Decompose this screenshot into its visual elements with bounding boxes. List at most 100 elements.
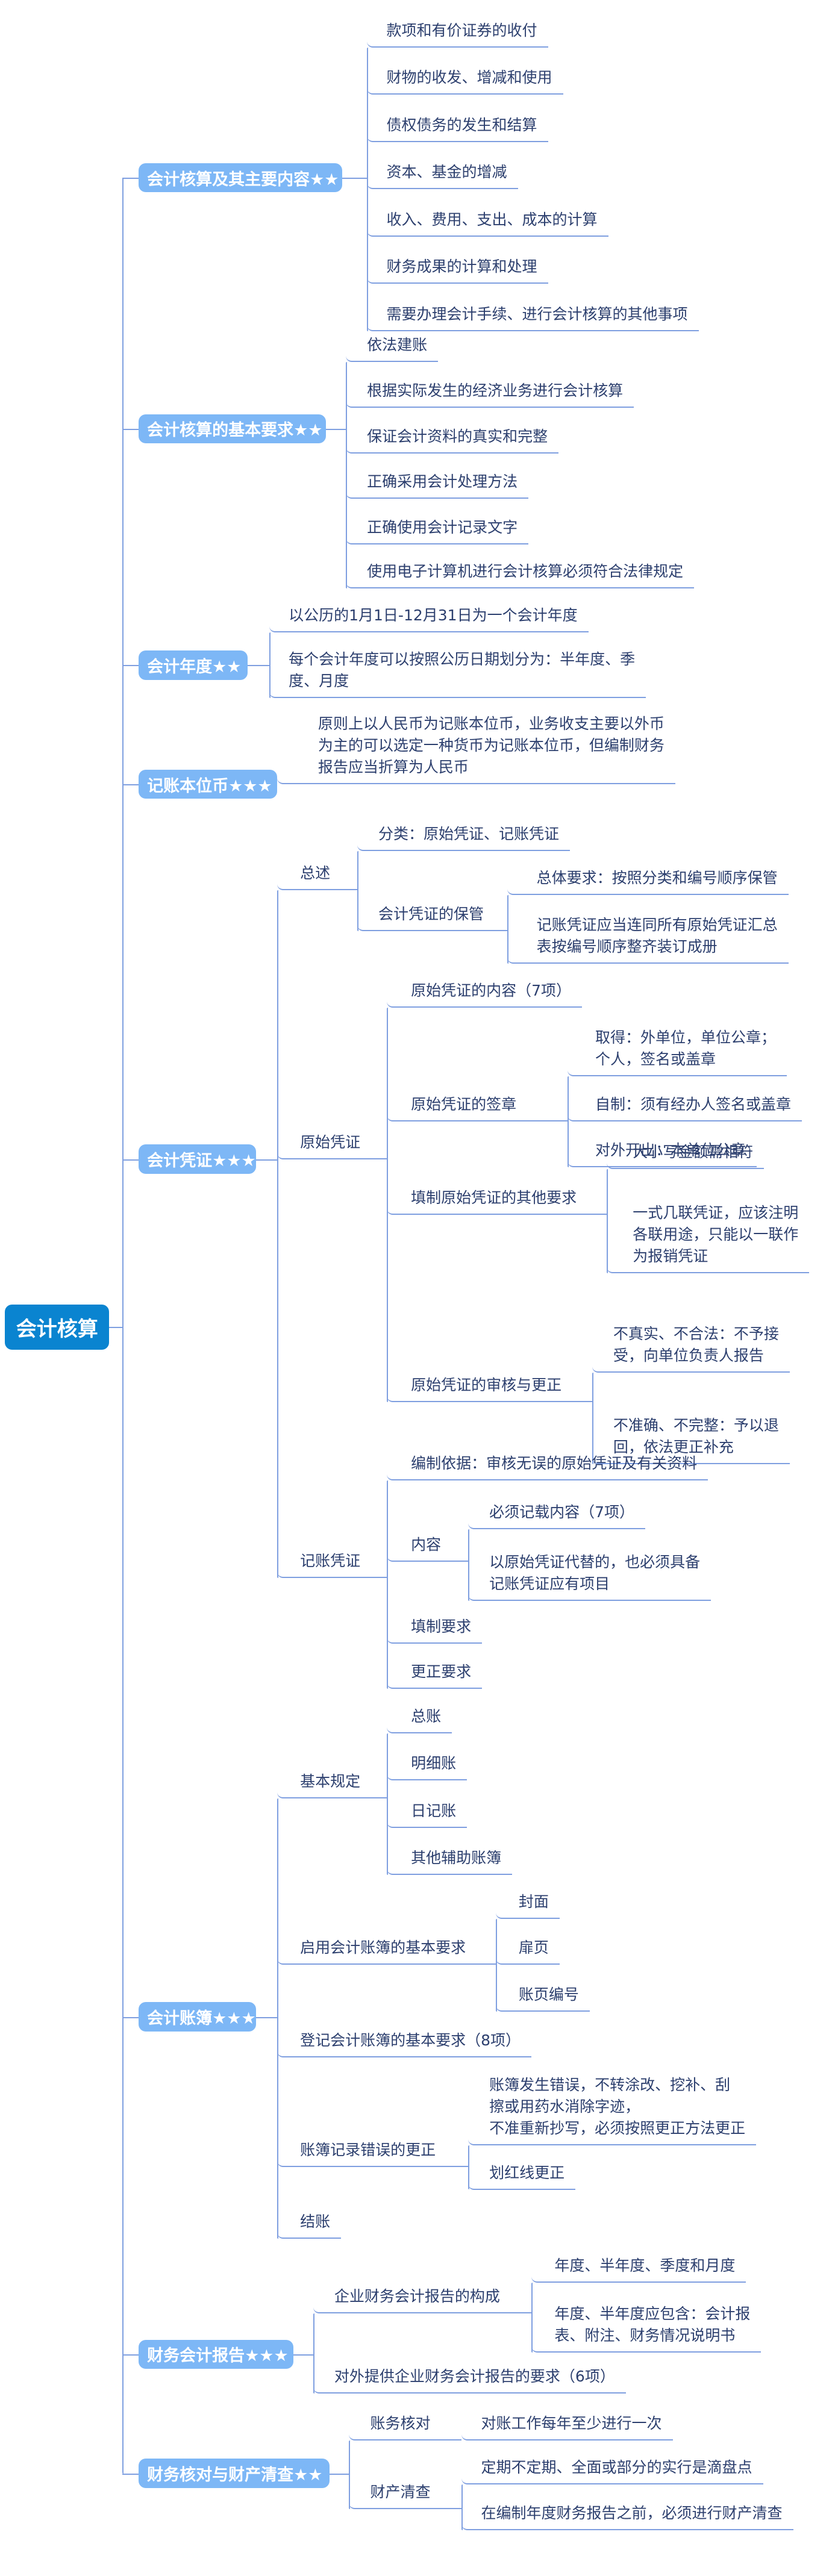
leaf-node[interactable]: 不准确、不完整：予以退 回，依法更正补充 — [592, 1415, 790, 1464]
leaf-node[interactable]: 正确使用会计记录文字 — [345, 517, 529, 545]
leaf-node[interactable]: 使用电子计算机进行会计核算必须符合法律规定 — [345, 561, 695, 589]
branch-node[interactable]: 会计年度★★ — [139, 650, 248, 680]
branch-node[interactable]: 会计凭证★★★ — [139, 1144, 256, 1174]
connector-line — [277, 890, 279, 1579]
leaf-node[interactable]: 根据实际发生的经济业务进行会计核算 — [345, 380, 634, 408]
leaf-node[interactable]: 收入、费用、支出、成本的计算 — [367, 209, 608, 237]
subtopic-node[interactable]: 启用会计账簿的基本要求 — [277, 1937, 496, 1965]
subtopic-node[interactable]: 填制原始凭证的其他要求 — [386, 1187, 607, 1215]
leaf-node[interactable]: 取得：外单位，单位公章； 个人，签名或盖章 — [568, 1027, 787, 1076]
node-text: 使用电子计算机进行会计核算必须符合法律规定 — [367, 563, 684, 581]
leaf-node[interactable]: 填制要求 — [386, 1616, 483, 1644]
leaf-node[interactable]: 扉页 — [495, 1937, 560, 1965]
leaf-node[interactable]: 依法建账 — [345, 334, 439, 362]
branch-node[interactable]: 财务核对与财产清查★★ — [139, 2459, 330, 2488]
leaf-node[interactable]: 结账 — [277, 2211, 342, 2239]
node-text: 对外提供企业财务会计报告的要求（6项） — [334, 2367, 615, 2385]
leaf-node[interactable]: 一式几联凭证，应该注明 各联用途，只能以一联作 为报销凭证 — [607, 1202, 810, 1274]
leaf-node[interactable]: 保证会计资料的真实和完整 — [345, 426, 559, 454]
leaf-node[interactable]: 账簿发生错误，不转涂改、挖补、刮 擦或用药水消除字迹， 不准重新抄写，必须按照更… — [468, 2074, 757, 2146]
leaf-node[interactable]: 总账 — [386, 1706, 452, 1733]
node-text: 日记账 — [411, 1801, 457, 1820]
branch-node[interactable]: 记账本位币★★★ — [139, 769, 278, 799]
branch-label: 财务核对与财产清查★★ — [147, 2466, 323, 2484]
leaf-node[interactable]: 账页编号 — [495, 1984, 590, 2012]
connector-line — [313, 2313, 314, 2394]
leaf-node[interactable]: 其他辅助账簿 — [386, 1847, 513, 1876]
connector-line — [386, 1733, 388, 1876]
node-text: 记账凭证应当连同所有原始凭证汇总 表按编号顺序整齐装订成册 — [536, 915, 778, 955]
subtopic-node[interactable]: 财产清查 — [349, 2481, 462, 2510]
leaf-node[interactable]: 对外开出：本单位公章 — [568, 1140, 757, 1168]
node-text: 划红线更正 — [489, 2163, 565, 2181]
subtopic-node[interactable]: 会计凭证的保管 — [357, 903, 507, 931]
leaf-node[interactable]: 对账工作每年至少进行一次 — [461, 2413, 673, 2441]
leaf-node[interactable]: 原始凭证的内容（7项） — [386, 980, 583, 1008]
leaf-node[interactable]: 大小写金额需相符 — [607, 1141, 765, 1169]
subtopic-node[interactable]: 内容 — [386, 1534, 468, 1562]
subtopic-node[interactable]: 基本规定 — [277, 1771, 387, 1798]
leaf-node[interactable]: 每个会计年度可以按照公历日期划分为：半年度、季 度、月度 — [269, 649, 646, 698]
branch-label: 会计核算及其主要内容★★ — [147, 170, 339, 189]
branch-node[interactable]: 财务会计报告★★★ — [139, 2339, 294, 2369]
branch-node[interactable]: 会计核算及其主要内容★★ — [139, 163, 343, 193]
leaf-node[interactable]: 原则上以人民币为记账本位币，业务收支主要以外币 为主的可以选定一种货币为记账本位… — [277, 713, 675, 785]
node-text: 不准确、不完整：予以退 回，依法更正补充 — [613, 1416, 779, 1456]
branch-label: 会计年度★★ — [147, 657, 242, 676]
leaf-node[interactable]: 不真实、不合法：不予接 受，向单位负责人报告 — [592, 1323, 790, 1373]
node-text: 根据实际发生的经济业务进行会计核算 — [367, 381, 624, 399]
leaf-node[interactable]: 财务成果的计算和处理 — [367, 256, 548, 284]
leaf-node[interactable]: 定期不定期、全面或部分的实行是滴盘点 — [461, 2457, 763, 2485]
leaf-node[interactable]: 财物的收发、增减和使用 — [367, 67, 563, 95]
leaf-node[interactable]: 更正要求 — [386, 1661, 483, 1689]
node-text: 记账凭证 — [300, 1552, 361, 1570]
subtopic-node[interactable]: 原始凭证的审核与更正 — [386, 1374, 592, 1403]
branch-node[interactable]: 会计账簿★★★ — [139, 2002, 256, 2032]
leaf-node[interactable]: 编制依据：审核无误的原始凭证及有关资料 — [386, 1453, 708, 1480]
connector-line — [122, 178, 139, 179]
node-text: 登记会计账簿的基本要求（8项） — [300, 2032, 521, 2050]
leaf-node[interactable]: 必须记载内容（7项） — [468, 1502, 646, 1530]
leaf-node[interactable]: 日记账 — [386, 1800, 468, 1828]
subtopic-node[interactable]: 总述 — [277, 862, 357, 891]
branch-node[interactable]: 会计核算的基本要求★★ — [139, 414, 327, 444]
node-text: 正确采用会计处理方法 — [367, 473, 518, 491]
leaf-node[interactable]: 需要办理会计手续、进行会计核算的其他事项 — [367, 304, 699, 331]
subtopic-node[interactable]: 账簿记录错误的更正 — [277, 2139, 468, 2167]
leaf-node[interactable]: 年度、半年度应包含：会计报 表、附注、财务情况说明书 — [531, 2303, 762, 2353]
subtopic-node[interactable]: 账务核对 — [349, 2413, 462, 2441]
leaf-node[interactable]: 正确采用会计处理方法 — [345, 471, 529, 499]
root-node[interactable]: 会计核算 — [5, 1304, 110, 1350]
leaf-node[interactable]: 自制：须有经办人签名或盖章 — [568, 1094, 802, 1122]
connector-line — [122, 2473, 139, 2475]
subtopic-node[interactable]: 原始凭证的签章 — [386, 1094, 568, 1122]
node-text: 收入、费用、支出、成本的计算 — [386, 210, 598, 228]
node-text: 原始凭证的内容（7项） — [411, 981, 572, 999]
subtopic-node[interactable]: 企业财务会计报告的构成 — [313, 2286, 532, 2314]
leaf-node[interactable]: 以公历的1月1日-12月31日为一个会计年度 — [269, 605, 589, 633]
node-text: 更正要求 — [411, 1663, 472, 1681]
connector-line — [367, 47, 369, 331]
leaf-node[interactable]: 封面 — [495, 1891, 560, 1920]
leaf-node[interactable]: 分类：原始凭证、记账凭证 — [357, 823, 571, 852]
node-text: 每个会计年度可以按照公历日期划分为：半年度、季 度、月度 — [289, 650, 636, 690]
root-node-label: 会计核算 — [16, 1317, 98, 1341]
node-text: 总述 — [300, 864, 331, 882]
branch-label: 会计凭证★★★ — [147, 1152, 256, 1171]
leaf-node[interactable]: 明细账 — [386, 1753, 468, 1781]
subtopic-node[interactable]: 记账凭证 — [277, 1550, 387, 1579]
leaf-node[interactable]: 总体要求：按照分类和编号顺序保管 — [507, 867, 789, 896]
leaf-node[interactable]: 款项和有价证券的收付 — [367, 20, 548, 48]
leaf-node[interactable]: 记账凭证应当连同所有原始凭证汇总 表按编号顺序整齐装订成册 — [507, 914, 789, 964]
leaf-node[interactable]: 登记会计账簿的基本要求（8项） — [277, 2030, 531, 2058]
connector-line — [122, 2354, 139, 2356]
leaf-node[interactable]: 债权债务的发生和结算 — [367, 114, 548, 142]
leaf-node[interactable]: 划红线更正 — [468, 2162, 576, 2190]
connector-line — [461, 2484, 463, 2531]
leaf-node[interactable]: 在编制年度财务报告之前，必须进行财产清查 — [461, 2503, 793, 2531]
subtopic-node[interactable]: 原始凭证 — [277, 1132, 387, 1159]
leaf-node[interactable]: 以原始凭证代替的，也必须具备 记账凭证应有项目 — [468, 1552, 711, 1601]
leaf-node[interactable]: 资本、基金的增减 — [367, 161, 518, 189]
leaf-node[interactable]: 对外提供企业财务会计报告的要求（6项） — [313, 2366, 626, 2394]
leaf-node[interactable]: 年度、半年度、季度和月度 — [531, 2255, 746, 2283]
